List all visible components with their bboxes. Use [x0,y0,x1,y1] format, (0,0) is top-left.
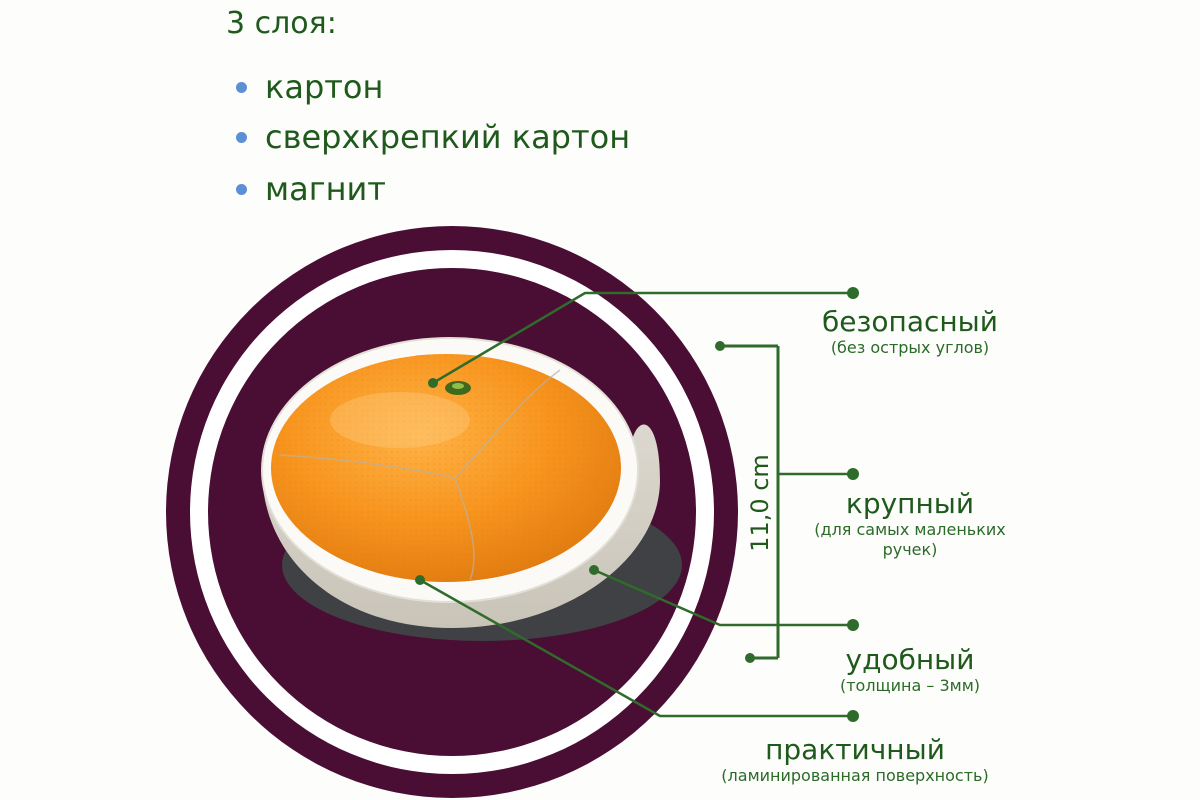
feature-subtitle: (для самых маленьких [814,520,1006,539]
bracket-bottom-dot [745,653,755,663]
leader-dot [847,710,859,722]
feature-title: крупный [845,487,975,520]
feature-subtitle: (без острых углов) [830,338,990,357]
layers-title: 3 слоя: [226,6,337,41]
leader-dot [428,378,438,388]
layer-item-cardboard: картон [236,68,383,106]
feature-practical: практичный (ламинированная поверхность) [700,734,1010,786]
leader-line-safe [432,291,853,385]
bullet-icon [236,81,247,93]
feature-title: безопасный [822,305,998,338]
leader-dot [415,575,425,585]
feature-convenient: удобный (толщина – 3мм) [800,644,1020,696]
feature-subtitle: (ламинированная поверхность) [721,766,989,785]
layer-item-super-cardboard: сверхкрепкий картон [236,118,630,156]
feature-subtitle-2: ручек) [882,540,938,559]
feature-title: практичный [765,733,945,766]
feature-title: удобный [845,643,975,676]
layer-item-label: сверхкрепкий картон [265,118,631,156]
leader-dot [847,619,859,631]
bullet-icon [236,183,247,195]
leader-dot [847,287,859,299]
leader-line-convenient [593,568,853,627]
orange-icon [271,354,621,582]
feature-large: крупный (для самых маленьких ручек) [790,488,1030,560]
layer-item-label: магнит [265,170,386,208]
dimension-label: 11,0 cm [746,454,774,552]
layer-item-label: картон [265,68,384,106]
feature-subtitle: (толщина – 3мм) [839,676,981,695]
leader-dot [589,565,599,575]
bracket-top-dot [715,341,725,351]
leader-line-practical [419,578,853,718]
feature-safe: безопасный (без острых углов) [800,306,1020,358]
bullet-icon [236,131,247,143]
leader-dot [847,468,859,480]
layer-item-magnet: магнит [236,170,386,208]
